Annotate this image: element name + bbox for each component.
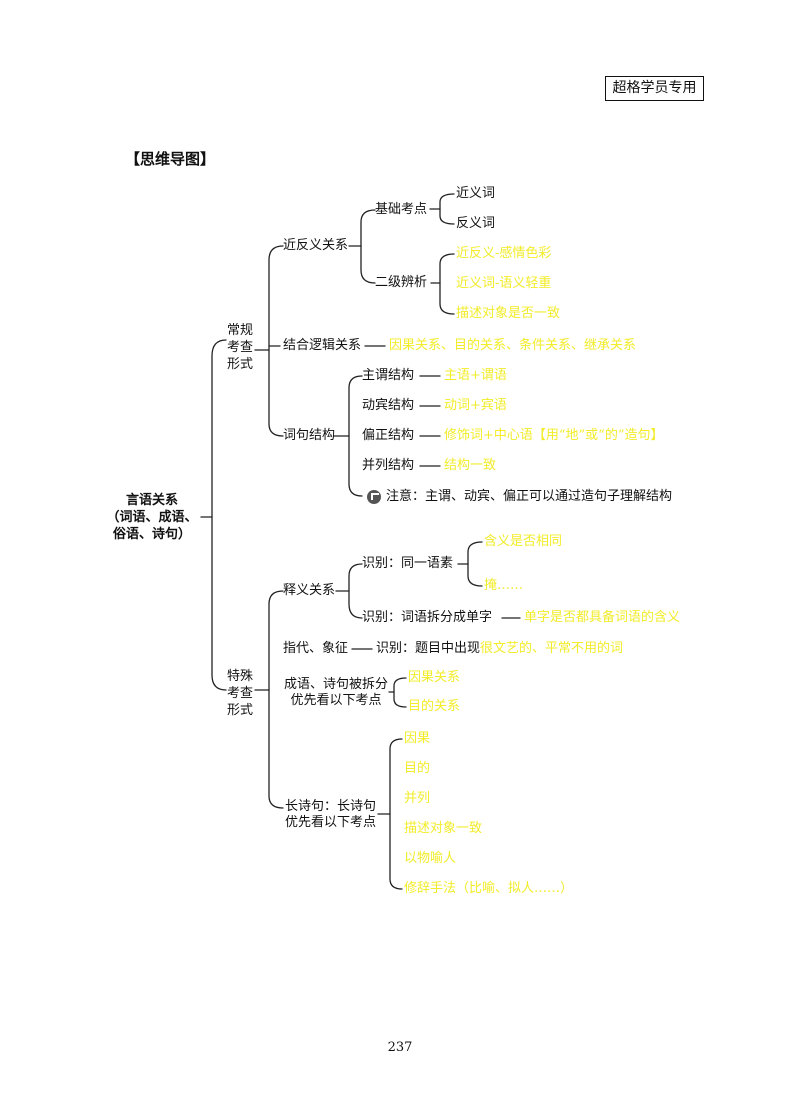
- structure-note: 注意：主谓、动宾、偏正可以通过造句子理解结构: [386, 489, 673, 504]
- idiom-purpose-leaf: 目的关系: [408, 699, 461, 714]
- root-subtitle-line1: （词语、成语、: [106, 510, 198, 525]
- idiom-cause-leaf: 因果关系: [408, 670, 461, 685]
- special-form-line3: 形式: [226, 703, 253, 718]
- verb-object-detail: 动词+宾语: [444, 398, 507, 413]
- subject-predicate-node: 主谓结构: [362, 368, 415, 383]
- root-title: 言语关系: [125, 493, 178, 508]
- regular-form-line2: 考查: [226, 340, 253, 355]
- same-meaning-leaf: 含义是否相同: [484, 534, 563, 549]
- split-word-detail: 单字是否都具备词语的含义: [524, 610, 681, 625]
- idiom-label-line2: 优先看以下考点: [290, 693, 382, 708]
- split-word-node: 识别：词语拆分成单字: [362, 610, 493, 625]
- page-number: 237: [387, 1040, 413, 1055]
- secondary-analysis-node: 二级辨析: [375, 275, 428, 290]
- regular-form-node: 常规 考查 形式: [226, 322, 254, 373]
- semantic-weight-leaf: 近义词-语义轻重: [456, 276, 552, 291]
- special-form-node: 特殊 考查 形式: [226, 668, 254, 719]
- logic-relation-detail: 因果关系、目的关系、条件关系、继承关系: [389, 338, 637, 353]
- poem-parallel-leaf: 并列: [404, 791, 431, 806]
- same-morpheme-node: 识别：同一语素: [362, 556, 454, 571]
- note-icon: [367, 490, 381, 504]
- symbol-detail-prefix: 识别：题目中出现: [376, 641, 481, 656]
- interpretation-node: 释义关系: [283, 583, 336, 598]
- poem-label-line2: 优先看以下考点: [284, 815, 376, 830]
- root-node: 言语关系 （词语、成语、 俗语、诗句）: [103, 492, 201, 543]
- poem-rhetoric-leaf: 修辞手法（比喻、拟人……）: [404, 881, 574, 896]
- word-structure-node: 词句结构: [283, 428, 336, 443]
- regular-form-line1: 常规: [226, 323, 253, 338]
- poem-metaphor-person-leaf: 以物喻人: [404, 851, 457, 866]
- emotion-color-leaf: 近反义-感情色彩: [456, 246, 552, 261]
- logic-relation-node: 结合逻辑关系: [283, 338, 362, 353]
- coordinate-node: 并列结构: [362, 458, 415, 473]
- symbol-detail: 识别：题目中出现很文艺的、平常不用的词: [376, 641, 623, 657]
- idiom-node: 成语、诗句被拆分 优先看以下考点: [283, 677, 389, 709]
- section-heading: 【思维导图】: [125, 150, 216, 168]
- modifier-head-detail: 修饰词+中心语【用“地”或“的”造句】: [444, 428, 664, 443]
- object-consistency-leaf: 描述对象是否一致: [456, 306, 561, 321]
- modifier-head-node: 偏正结构: [362, 428, 415, 443]
- antonym-leaf: 反义词: [456, 216, 496, 231]
- regular-form-line3: 形式: [226, 357, 253, 372]
- poem-node: 长诗句：长诗句 优先看以下考点: [283, 799, 378, 831]
- root-subtitle-line2: 俗语、诗句）: [112, 527, 191, 542]
- symbol-node: 指代、象征: [283, 641, 349, 656]
- poem-object-leaf: 描述对象一致: [404, 821, 483, 836]
- idiom-label-line1: 成语、诗句被拆分: [283, 677, 388, 692]
- coordinate-detail: 结构一致: [444, 458, 497, 473]
- cover-leaf: 掩……: [484, 578, 524, 593]
- special-form-line1: 特殊: [226, 669, 253, 684]
- poem-purpose-leaf: 目的: [404, 761, 431, 776]
- special-form-line2: 考查: [226, 686, 253, 701]
- basic-point-node: 基础考点: [375, 202, 428, 217]
- verb-object-node: 动宾结构: [362, 398, 415, 413]
- synonym-antonym-node: 近反义关系: [283, 238, 349, 253]
- poem-label-line1: 长诗句：长诗句: [284, 799, 376, 814]
- synonym-leaf: 近义词: [456, 186, 496, 201]
- usage-stamp: 超格学员专用: [605, 76, 704, 101]
- poem-cause-leaf: 因果: [404, 731, 431, 746]
- subject-predicate-detail: 主语+谓语: [444, 368, 507, 383]
- symbol-detail-highlight: 很文艺的、平常不用的词: [480, 641, 624, 656]
